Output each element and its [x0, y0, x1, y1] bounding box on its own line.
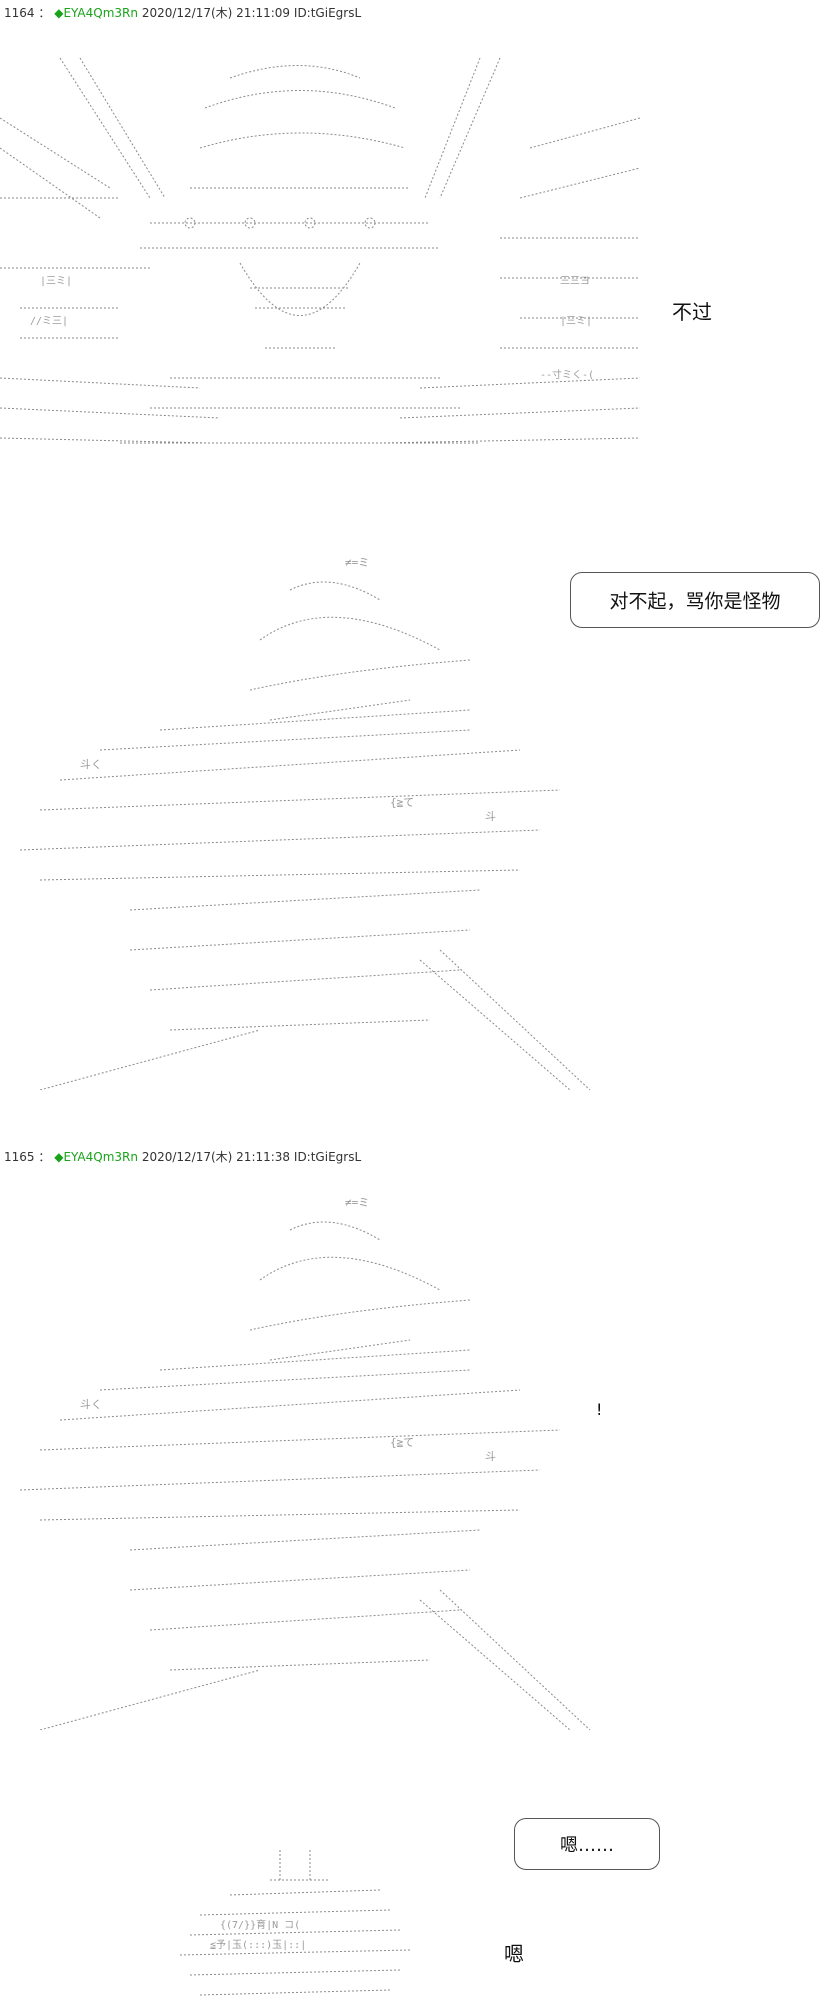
ascii-art-character-1: ≠=ミ 斗く {≧て 斗 — [0, 550, 600, 1090]
post-number: 1165 — [4, 1150, 35, 1164]
svg-text:{≧て: {≧て — [390, 1436, 414, 1449]
narration-text-hmm: 嗯 — [504, 1942, 524, 1966]
post-separator: ： — [38, 6, 51, 20]
exclamation-mark: ! — [596, 1400, 603, 1419]
ascii-art-small-figure-drawing: {(7/}}育|N コ( ≦予|玉(:::)玉|::| — [179, 1850, 411, 1996]
svg-text:≠=ミ: ≠=ミ — [345, 556, 369, 569]
speech-bubble-sorry: 对不起，骂你是怪物 — [570, 572, 820, 628]
svg-text://ミ三|: //ミ三| — [30, 316, 68, 327]
post-id[interactable]: ID:tGiEgrsL — [293, 6, 362, 20]
post-datetime: 2020/12/17(木) 21:11:38 — [141, 1150, 291, 1164]
svg-text:--寸ミく-(: --寸ミく-( — [540, 368, 594, 381]
post-number: 1164 — [4, 6, 35, 20]
svg-text:斗: 斗 — [485, 1450, 496, 1463]
ascii-art-helmet: |三ミ| //ミ三| 三三ヨ |三ミ| --寸ミく-( — [0, 48, 640, 468]
ascii-art-character-1-drawing: ≠=ミ 斗く {≧て 斗 — [19, 556, 591, 1090]
svg-text:斗: 斗 — [485, 810, 496, 823]
svg-text:|三ミ|: |三ミ| — [40, 276, 72, 287]
trip-name[interactable]: EYA4Qm3Rn — [63, 6, 138, 20]
speech-bubble-hmm-text: 嗯…… — [560, 1835, 614, 1856]
trip-name[interactable]: EYA4Qm3Rn — [63, 1150, 138, 1164]
trip-diamond-icon: ◆ — [54, 1150, 64, 1164]
post-header-1165: 1165 ： ◆EYA4Qm3Rn 2020/12/17(木) 21:11:38… — [4, 1148, 361, 1165]
speech-bubble-sorry-text: 对不起，骂你是怪物 — [609, 590, 781, 613]
svg-text:斗く: 斗く — [80, 1398, 102, 1411]
post-header-1164: 1164 ： ◆EYA4Qm3Rn 2020/12/17(木) 21:11:09… — [4, 4, 361, 21]
svg-text:三三ヨ: 三三ヨ — [560, 276, 590, 287]
svg-text:{≧て: {≧て — [390, 796, 414, 809]
trip-diamond-icon: ◆ — [54, 6, 64, 20]
speech-bubble-hmm: 嗯…… — [514, 1818, 660, 1870]
svg-text:≠=ミ: ≠=ミ — [345, 1196, 369, 1209]
svg-text:{(7/}}育|N コ(: {(7/}}育|N コ( — [220, 1918, 300, 1931]
post-datetime: 2020/12/17(木) 21:11:09 — [141, 6, 291, 20]
ascii-art-character-2-drawing: ≠=ミ 斗く {≧て 斗 — [19, 1196, 591, 1730]
ascii-art-small-figure: {(7/}}育|N コ( ≦予|玉(:::)玉|::| — [170, 1840, 420, 2000]
post-id[interactable]: ID:tGiEgrsL — [293, 1150, 362, 1164]
post-separator: ： — [38, 1150, 51, 1164]
svg-text:≦予|玉(:::)玉|::|: ≦予|玉(:::)玉|::| — [210, 1939, 306, 1951]
ascii-art-character-2: ≠=ミ 斗く {≧て 斗 — [0, 1190, 600, 1730]
narration-text-1: 不过 — [672, 300, 712, 324]
ascii-art-helmet-drawing: |三ミ| //ミ三| 三三ヨ |三ミ| --寸ミく-( — [0, 57, 640, 444]
svg-text:|三ミ|: |三ミ| — [560, 316, 592, 327]
svg-text:斗く: 斗く — [80, 758, 102, 771]
